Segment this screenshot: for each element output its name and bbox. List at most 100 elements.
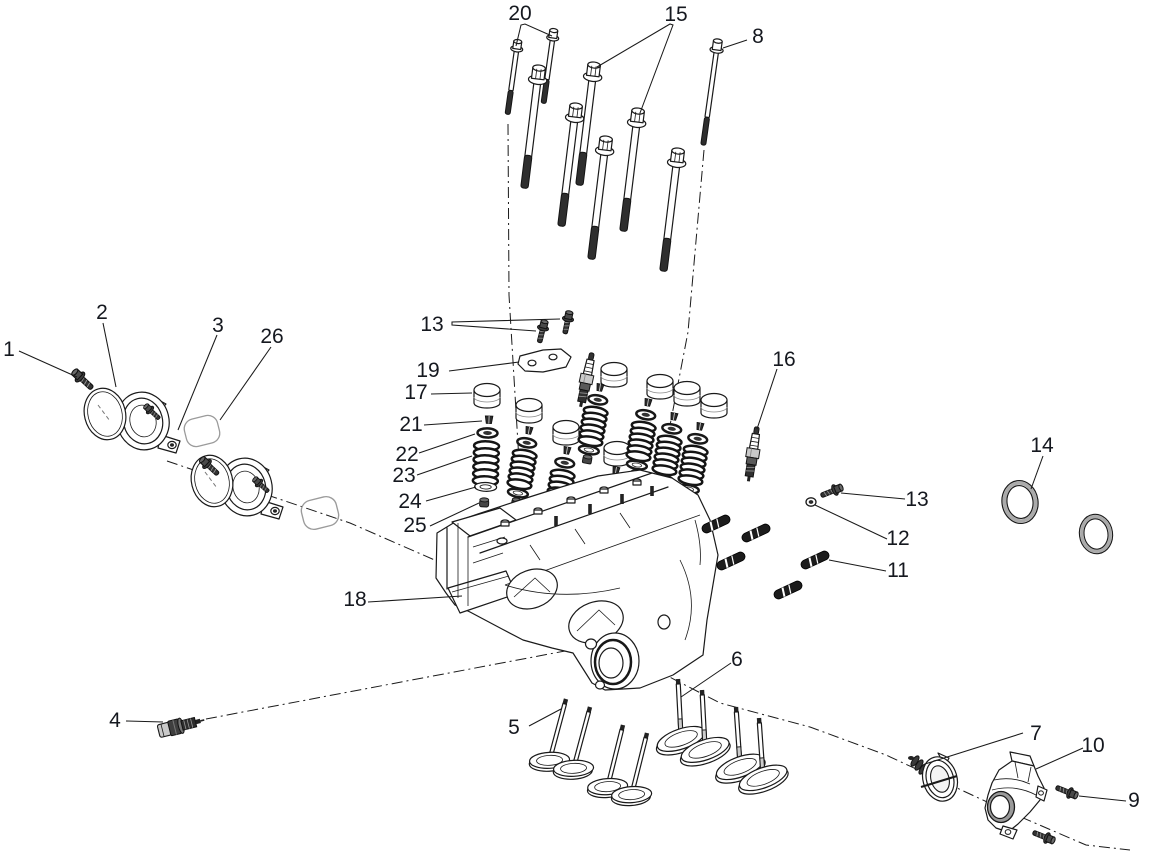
head-bolt-15-1 <box>514 63 550 190</box>
o-ring-14b <box>1075 510 1117 558</box>
callout-23-label: 23 <box>392 464 415 487</box>
leader-3 <box>177 334 218 431</box>
tappet-bucket-a2 <box>646 373 674 400</box>
stud-11-4 <box>798 548 832 572</box>
leader-12 <box>814 504 888 540</box>
callout-3-label: 3 <box>212 314 224 337</box>
axis-line-thermostat <box>651 667 1131 851</box>
callout-17-label: 17 <box>404 381 427 404</box>
leader-26 <box>219 346 272 421</box>
o-ring-group <box>997 476 1117 558</box>
thermostat-7 <box>908 752 959 802</box>
gasket-26b <box>298 493 342 533</box>
callout-7-label: 7 <box>1030 722 1042 745</box>
tappet-bucket-b3 <box>552 419 580 446</box>
gasket-26a <box>181 412 223 450</box>
leader-13-right <box>840 492 906 500</box>
cylinder-head-18 <box>435 469 719 691</box>
tappet-bucket-a3 <box>673 380 701 407</box>
leader-15 <box>596 23 674 114</box>
leader-16 <box>756 368 778 430</box>
deck-bolts <box>500 478 654 527</box>
leader-25 <box>429 502 480 527</box>
leader-23 <box>416 455 473 476</box>
callout-14-label: 14 <box>1030 434 1054 457</box>
bracket-group <box>517 309 576 373</box>
leader-22 <box>418 433 476 454</box>
tappet-bucket-a4 <box>700 392 728 419</box>
stud-11-3 <box>714 549 748 573</box>
callout-4-label: 4 <box>109 709 121 732</box>
tappet-bucket-a1 <box>600 361 628 388</box>
bracket-bolt-13b <box>558 309 576 336</box>
head-bolt-15-5 <box>613 106 649 233</box>
callout-2-label: 2 <box>96 301 108 324</box>
callout-6-label: 6 <box>731 648 743 671</box>
callout-13-upper-label: 13 <box>420 313 443 336</box>
leader-1 <box>18 350 78 378</box>
stud-11-5 <box>771 578 805 602</box>
flap-screw-1 <box>68 365 97 394</box>
bracket-hole-2 <box>548 353 558 361</box>
leader-13-center <box>451 318 561 332</box>
exhaust-flap-assemblies <box>68 365 342 533</box>
leader-17 <box>430 392 473 395</box>
leader-lines <box>18 23 1127 802</box>
callout-13-right-label: 13 <box>905 488 928 511</box>
bracket-hole-1 <box>527 359 537 367</box>
exhaust-port <box>584 632 640 690</box>
leader-7 <box>924 732 1024 765</box>
leader-8 <box>722 39 748 49</box>
bracket-bolt-13a <box>533 318 551 345</box>
callout-24-label: 24 <box>398 490 422 513</box>
leader-18 <box>367 595 463 603</box>
stud-group <box>699 481 846 602</box>
exhaust-valve-5-2 <box>547 700 612 791</box>
callout-20-label: 20 <box>508 2 531 25</box>
callout-8-label: 8 <box>752 25 764 48</box>
intake-port-ovals <box>506 568 624 644</box>
callout-9-label: 9 <box>1128 789 1140 812</box>
leader-9 <box>1078 795 1127 802</box>
callout-22-label: 22 <box>395 443 418 466</box>
callout-16-label: 16 <box>772 348 795 371</box>
head-bolt-15-6 <box>653 146 689 273</box>
leader-2 <box>102 322 117 388</box>
callout-15-label: 15 <box>664 3 687 26</box>
callout-labels: 20 15 8 1 2 3 26 13 19 17 21 22 23 24 25… <box>3 2 1140 812</box>
valve-hardware-callout-stack <box>470 414 502 509</box>
axis-line-sensor <box>205 650 566 720</box>
leader-20 <box>515 23 553 47</box>
bracket-19 <box>517 348 572 373</box>
callout-5-label: 5 <box>508 716 520 739</box>
washer-12 <box>805 497 817 507</box>
callout-1-label: 1 <box>3 338 15 361</box>
callout-10-label: 10 <box>1081 734 1104 757</box>
leader-10 <box>1035 747 1084 770</box>
housing-bolt-9b <box>1030 826 1058 847</box>
leader-5 <box>528 708 562 727</box>
callout-11-label: 11 <box>887 559 909 582</box>
leader-6 <box>680 662 732 698</box>
o-ring-14a <box>997 476 1043 528</box>
callout-21-label: 21 <box>399 413 422 436</box>
tappet-bucket-b2 <box>515 397 543 424</box>
temp-sensor-4 <box>156 716 205 738</box>
small-bolt-20a <box>500 38 525 116</box>
leader-19 <box>448 361 520 372</box>
leader-21 <box>423 420 483 426</box>
leader-11 <box>828 559 887 572</box>
bolt-13-right <box>818 481 846 502</box>
leader-4 <box>125 720 164 723</box>
callout-26-label: 26 <box>260 325 283 348</box>
callout-19-label: 19 <box>416 359 439 382</box>
tappet-bucket-17 <box>473 382 501 409</box>
valve-group <box>523 676 794 817</box>
spark-plug-16b <box>741 425 765 483</box>
top-bolt-group <box>500 27 726 273</box>
callout-12-label: 12 <box>886 527 909 550</box>
housing-bolt-9a <box>1053 781 1081 802</box>
callout-18-label: 18 <box>343 588 366 611</box>
